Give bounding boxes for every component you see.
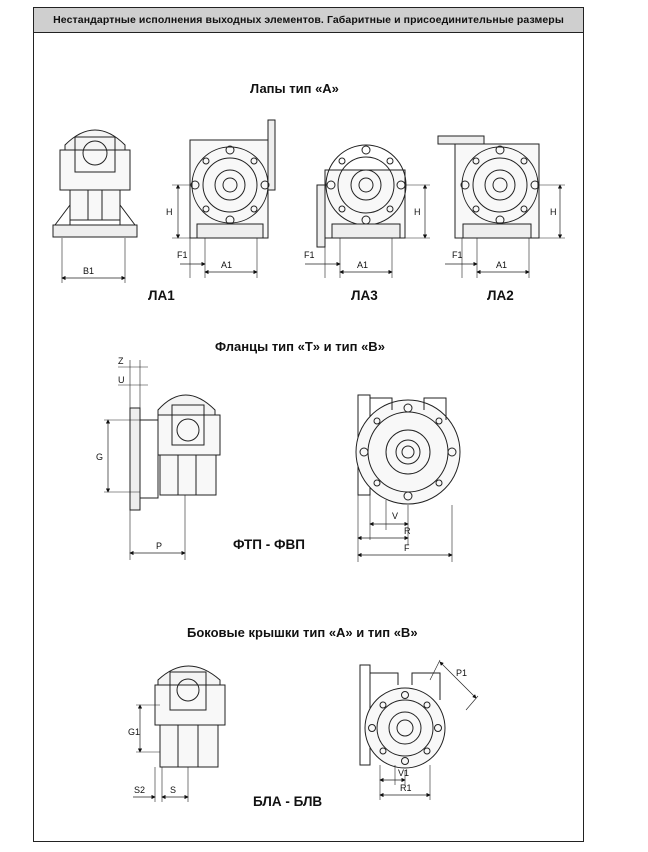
la1-side-view	[52, 129, 138, 283]
dim-r1: R1	[400, 783, 412, 793]
dim-h-la3: H	[414, 207, 421, 217]
caption-la1: ЛА1	[148, 288, 175, 303]
dim-s2: S2	[134, 785, 145, 795]
dim-r: R	[404, 526, 411, 536]
feet-section-title: Лапы тип «А»	[250, 81, 339, 96]
page-header: Нестандартные исполнения выходных элемен…	[33, 7, 584, 33]
dim-v1: V1	[398, 768, 409, 778]
dim-f: F	[404, 543, 410, 553]
caption-la2: ЛА2	[487, 288, 514, 303]
dim-h-la1: H	[166, 207, 173, 217]
dim-f1-la1: F1	[177, 250, 188, 260]
dim-g: G	[96, 452, 103, 462]
cover-front-view	[359, 659, 479, 800]
dim-s: S	[170, 785, 176, 795]
dim-p: P	[156, 541, 162, 551]
dim-g1: G1	[128, 727, 140, 737]
dim-h-la2: H	[550, 207, 557, 217]
dim-f1-la2: F1	[452, 250, 463, 260]
la2-front-view	[437, 135, 565, 278]
flange-side-view	[104, 360, 221, 560]
dim-u: U	[118, 375, 125, 385]
cover-side-view	[133, 665, 226, 802]
dim-b1: B1	[83, 266, 94, 276]
caption-ftp-fvp: ФТП - ФВП	[233, 537, 305, 552]
dim-f1-la3: F1	[304, 250, 315, 260]
la3-front-view	[305, 144, 430, 278]
dim-a1-la1: A1	[221, 260, 232, 270]
caption-la3: ЛА3	[351, 288, 378, 303]
dim-a1-la3: A1	[357, 260, 368, 270]
dim-z: Z	[118, 356, 124, 366]
la1-front-view	[172, 119, 276, 278]
flange-front-view	[355, 394, 461, 562]
dim-v: V	[392, 511, 398, 521]
dim-a1-la2: A1	[496, 260, 507, 270]
flanges-section-title: Фланцы тип «Т» и тип «В»	[215, 339, 385, 354]
caption-bla-blv: БЛА - БЛВ	[253, 794, 323, 809]
dim-p1: P1	[456, 668, 467, 678]
covers-section-title: Боковые крышки тип «А» и тип «В»	[187, 625, 418, 640]
